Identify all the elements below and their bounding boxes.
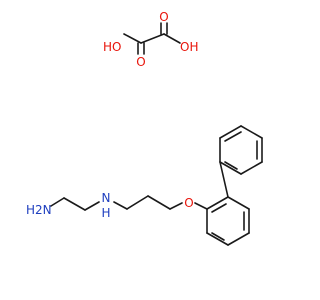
ring1-bond-5	[240, 161, 263, 175]
ring2-inner-3	[211, 203, 227, 213]
atom-nh2: H2N	[26, 203, 52, 217]
ring2-bond-6	[206, 196, 229, 210]
ring1-bond-2	[219, 125, 242, 139]
bond-ch2-nh2	[50, 197, 65, 207]
ring2-bond-3	[227, 232, 250, 246]
atom-nh: N	[102, 191, 111, 205]
atom-ether-o: O	[184, 196, 193, 210]
bond-ch2-n	[113, 201, 128, 210]
atom-o-bottom-left: O	[136, 55, 145, 69]
ring2-bond-4	[206, 232, 229, 246]
bond-c-c	[140, 33, 165, 44]
upper-phenyl-ring	[219, 125, 263, 175]
bond-o-ch2	[169, 202, 183, 210]
bond-ch2-ch2-b	[126, 195, 149, 210]
ring1-inner-1	[224, 131, 242, 142]
atom-nh-h: H	[101, 206, 110, 220]
ring1-bond-6	[219, 161, 242, 175]
atom-oh-left: HO	[103, 40, 121, 54]
bond-c-oh-left	[123, 33, 142, 44]
structure-drawing: HO O O OH O N H H2N	[26, 10, 263, 246]
ring2-inner-2	[211, 232, 225, 241]
atom-oh-right: OH	[180, 40, 198, 54]
ring2-bond-1	[227, 196, 250, 210]
bond-c-oh-right	[163, 33, 181, 44]
oxalic-acid	[123, 22, 181, 55]
molecule-canvas: HO O O OH O N H H2N	[26, 10, 263, 246]
bond-ch2-ch2-a	[147, 195, 171, 210]
bond-ch2-ch2-c	[63, 197, 86, 211]
ring1-inner-3	[224, 161, 238, 170]
ring1-bond-3	[240, 125, 263, 139]
atom-o-top-right: O	[159, 10, 168, 24]
lower-phenyl-ring	[206, 196, 250, 246]
biaryl-bond	[219, 161, 229, 198]
amine-ether-chain	[50, 195, 208, 211]
bond-n-ch2	[84, 201, 100, 211]
bond-ring-o	[194, 202, 208, 210]
